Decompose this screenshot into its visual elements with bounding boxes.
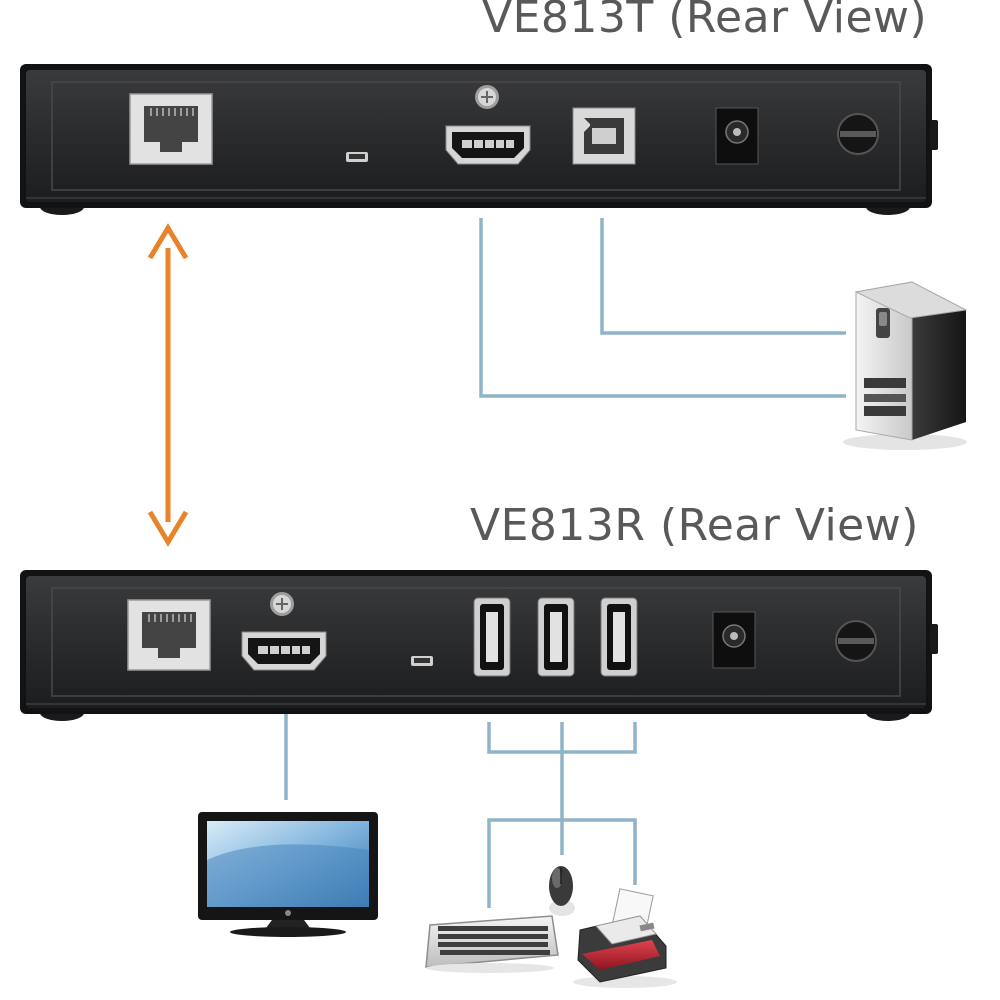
keyboard-icon	[425, 915, 559, 973]
usb-a-port-icon	[537, 597, 575, 677]
receiver-unit	[20, 570, 938, 721]
grounding-screw-icon	[475, 85, 499, 109]
pc-tower-icon	[843, 281, 968, 450]
grounding-knob-icon	[837, 113, 879, 155]
hdmi-port-icon	[445, 125, 531, 165]
receiver-title: VE813R (Rear View)	[470, 500, 919, 551]
printer-icon	[573, 888, 677, 988]
keyboard-keys	[438, 926, 550, 955]
hdmi-port-icon	[241, 631, 327, 671]
usb-a-port-icon	[600, 597, 638, 677]
usb-a-port-icon	[473, 597, 511, 677]
grounding-screw-icon	[270, 592, 294, 616]
transmitter-title: VE813T (Rear View)	[482, 0, 928, 43]
cable-usb-to-pc	[600, 218, 846, 335]
mouse-icon	[549, 866, 575, 916]
cable-hdmi-to-pc	[479, 218, 846, 398]
usb-b-port-icon	[572, 107, 636, 165]
transmitter-unit	[20, 64, 938, 215]
mini-usb-port-icon	[411, 656, 433, 666]
mini-usb-port-icon	[346, 152, 368, 162]
rj45-port-icon	[127, 599, 211, 671]
cables	[284, 218, 846, 908]
grounding-knob-icon	[835, 620, 877, 662]
dc-power-port-icon	[715, 107, 759, 165]
monitor-icon	[198, 812, 378, 937]
rj45-port-icon	[129, 93, 213, 165]
bidirectional-arrow-icon	[147, 223, 189, 547]
dc-power-port-icon	[712, 611, 756, 669]
